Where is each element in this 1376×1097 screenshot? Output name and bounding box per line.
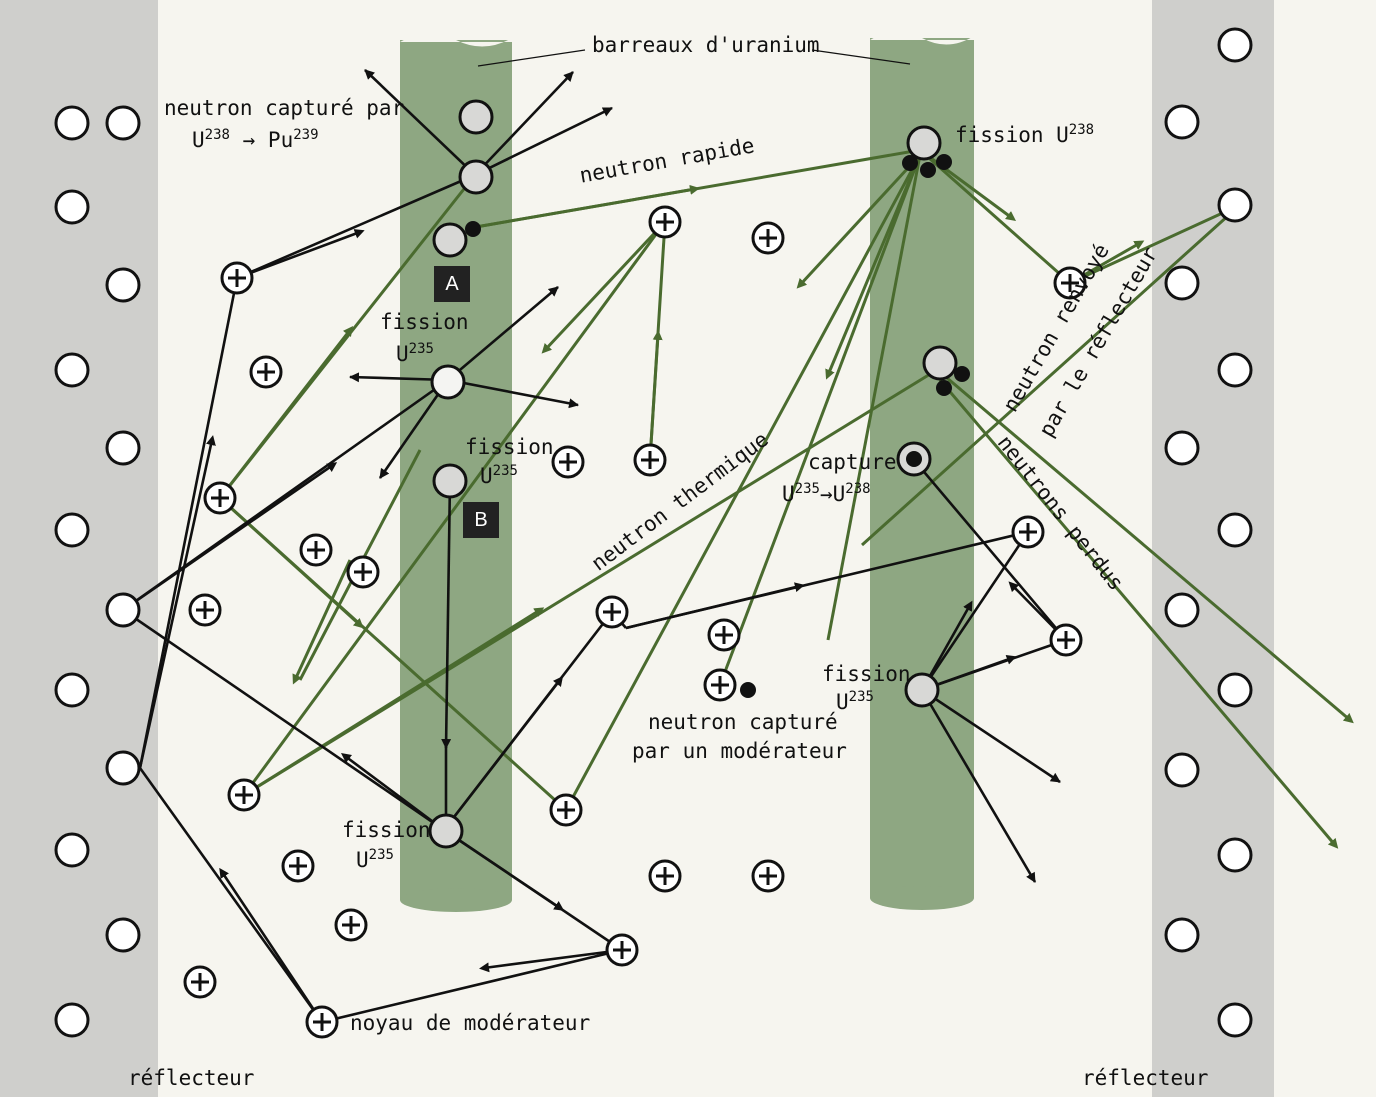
moderator-nucleus xyxy=(249,355,283,389)
nucleus-fission-b xyxy=(432,463,468,499)
reflector-nucleus xyxy=(54,189,90,225)
reflecteur-left-label: réflecteur xyxy=(128,1066,255,1090)
fission-c-line1: fission xyxy=(342,818,431,842)
capture-mod-line2: par un modérateur xyxy=(632,739,847,763)
reflector-nucleus xyxy=(1217,837,1253,873)
reflector-nucleus xyxy=(1164,592,1200,628)
moderator-nucleus xyxy=(648,859,682,893)
reflector-nucleus xyxy=(105,917,141,953)
reflecteur-right-label: réflecteur xyxy=(1082,1066,1209,1090)
moderator-nucleus xyxy=(188,593,222,627)
green-paths xyxy=(218,148,1354,849)
moderator-nucleus xyxy=(1049,623,1083,657)
reflector-nucleus xyxy=(105,105,141,141)
reflector-nucleus xyxy=(1217,1002,1253,1038)
reflector-nucleus xyxy=(105,750,141,786)
reflector-nucleus xyxy=(1217,352,1253,388)
nucleus-u238 xyxy=(458,159,494,195)
uranium-rod-left xyxy=(400,33,512,912)
leader-lines xyxy=(477,49,911,67)
moderator-nucleus xyxy=(183,965,217,999)
moderator-nucleus xyxy=(346,555,380,589)
fission-u238-label: fission U238 xyxy=(955,122,1095,147)
reflector-nucleus xyxy=(1164,265,1200,301)
reflector-nucleus xyxy=(105,267,141,303)
moderator-nucleus xyxy=(299,533,333,567)
reflector-nucleus xyxy=(54,352,90,388)
nucleus-fission-a xyxy=(430,364,466,400)
rods-label: barreaux d'uranium xyxy=(592,33,820,57)
reflector-nucleus xyxy=(105,592,141,628)
nucleus-a xyxy=(432,222,468,258)
box-a: A xyxy=(434,266,470,302)
capture-line2: U235→U238 xyxy=(782,481,871,506)
reflector-nucleus xyxy=(54,512,90,548)
moderator-nucleus xyxy=(751,221,785,255)
moderator-nucleus xyxy=(220,261,254,295)
noyau-label: noyau de modérateur xyxy=(350,1011,591,1035)
moderator-nuclei xyxy=(183,205,1087,1039)
captured-neutron-dot xyxy=(740,682,756,698)
reflector-left xyxy=(0,0,158,1097)
reflector-nucleus xyxy=(1164,917,1200,953)
capture-mod-line1: neutron capturé xyxy=(648,710,838,734)
moderator-nucleus xyxy=(281,849,315,883)
capture-pu-line1: neutron capturé par xyxy=(164,96,405,120)
moderator-nucleus xyxy=(551,445,585,479)
fission-d-line1: fission xyxy=(822,662,911,686)
moderator-nucleus xyxy=(707,618,741,652)
capture-word: capture xyxy=(808,450,897,474)
moderator-nucleus xyxy=(203,481,237,515)
reflector-nucleus xyxy=(1217,187,1253,223)
fission-a-line1: fission xyxy=(380,310,469,334)
moderator-nucleus xyxy=(334,908,368,942)
reflector-nucleus xyxy=(1217,512,1253,548)
nucleus-u238-pu xyxy=(458,99,494,135)
nucleus-fission-d xyxy=(904,672,940,708)
uranium-nuclei xyxy=(428,99,970,849)
reflector-nucleus xyxy=(1217,27,1253,63)
nucleus-lost xyxy=(922,345,958,381)
nucleus-fission-u238 xyxy=(906,125,942,161)
fission-d-line2: U235 xyxy=(836,689,874,714)
fission-b-line2: U235 xyxy=(480,463,518,488)
reflector-nucleus xyxy=(1164,430,1200,466)
moderator-nucleus xyxy=(549,793,583,827)
moderator-nucleus xyxy=(633,443,667,477)
moderator-nucleus xyxy=(227,778,261,812)
moderator-nucleus xyxy=(1053,266,1087,300)
capture-pu-line2: U238 → Pu239 xyxy=(192,127,319,152)
moderator-nucleus xyxy=(305,1005,339,1039)
reflector-right xyxy=(1152,0,1274,1097)
reflector-nucleus xyxy=(1164,752,1200,788)
reflector-nucleus xyxy=(1164,104,1200,140)
box-b: B xyxy=(463,502,499,538)
moderator-nucleus xyxy=(605,933,639,967)
fission-b-line1: fission xyxy=(465,435,554,459)
moderator-nucleus xyxy=(595,595,629,629)
reflector-nucleus xyxy=(54,105,90,141)
moderator-nucleus xyxy=(1011,515,1045,549)
moderator-nucleus xyxy=(751,859,785,893)
moderator-nucleus xyxy=(703,668,737,702)
nucleus-fission-c xyxy=(428,813,464,849)
reflector-nucleus xyxy=(54,1002,90,1038)
reflector-nucleus xyxy=(105,430,141,466)
moderator-nucleus xyxy=(648,205,682,239)
reflector-nucleus xyxy=(54,832,90,868)
fission-c-line2: U235 xyxy=(356,847,394,872)
reflector-nuclei xyxy=(54,27,1253,1038)
fission-a-line2: U235 xyxy=(396,341,434,366)
neutron-dot xyxy=(465,221,481,237)
reflector-nucleus xyxy=(54,672,90,708)
reflector-nucleus xyxy=(1217,672,1253,708)
